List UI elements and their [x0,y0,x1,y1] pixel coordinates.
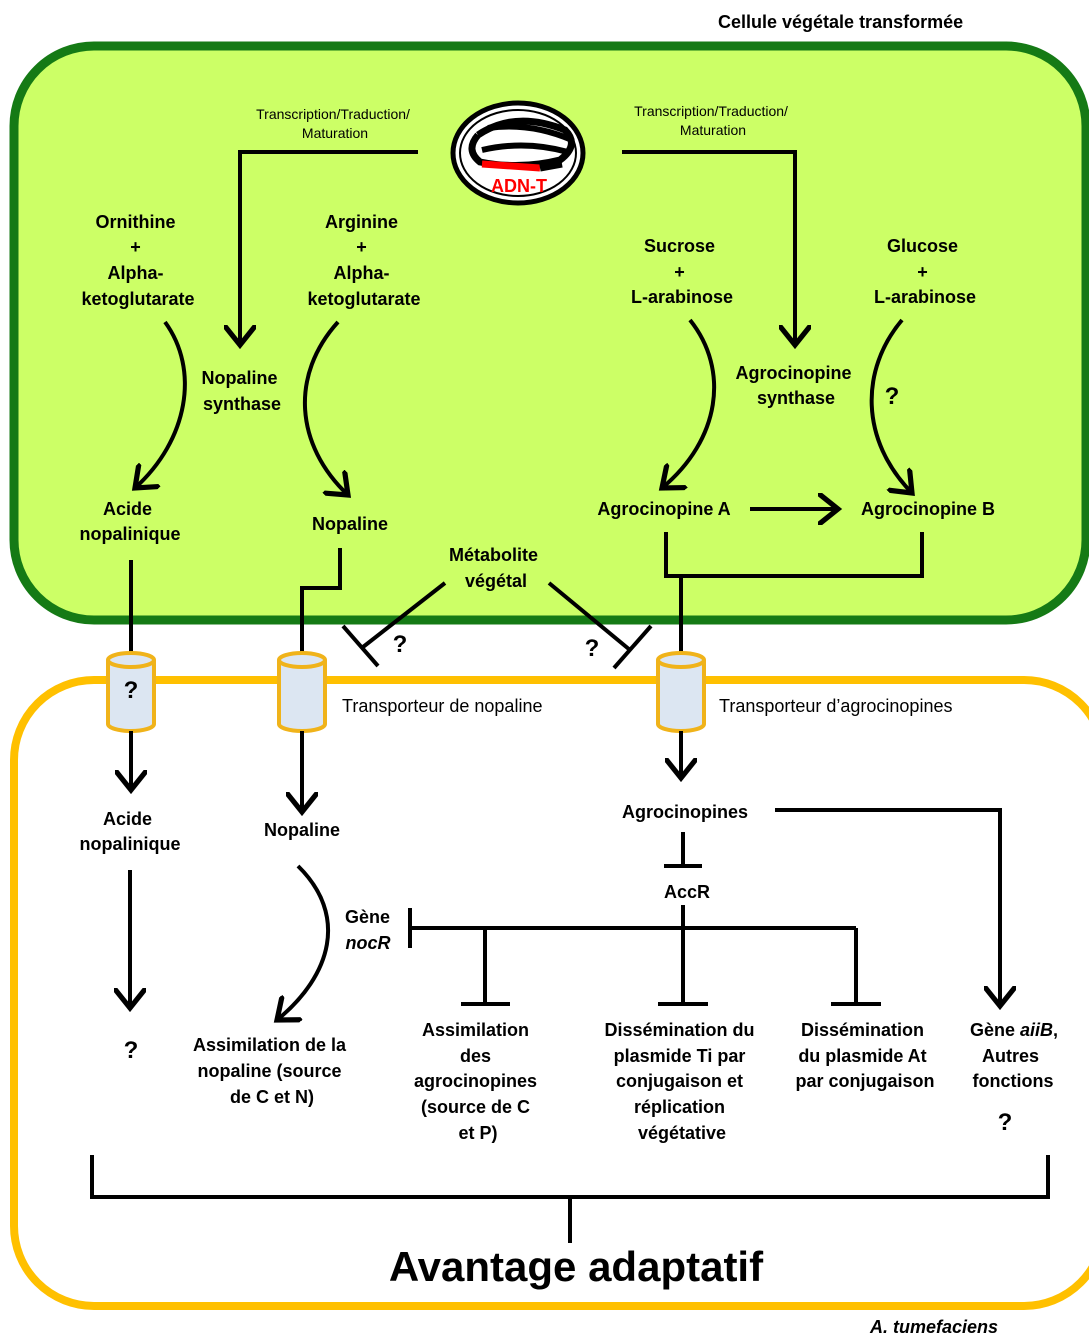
arrow-to-nopaline-synthase [240,150,418,345]
avantage-adaptatif: Avantage adaptatif [389,1243,764,1290]
glucose-substrate: Glucose + L-arabinose [874,236,976,307]
unknown-enzyme-mark: ? [885,383,900,410]
nopaline-transporter [277,651,327,733]
line-nopaline-down [300,548,342,660]
inhibit-agrocinopine-transport [547,581,632,652]
acide-nopalinique-plant: Acide nopalinique [80,499,181,544]
arrow-ornithine-to-acide [135,320,187,488]
autres-unknown: ? [998,1109,1013,1136]
nopaline-plant: Nopaline [312,514,388,534]
dissemination-ti: Dissémination du plasmide Ti par conjuga… [604,1020,759,1143]
transcription-left-label: Transcription/Traduction/ Maturation [256,106,414,141]
agrocinopine-transporter [656,651,706,733]
ornithine-substrate: Ornithine + Alpha- ketoglutarate [81,212,194,309]
arrow-sucrose-to-agrocinopine-a [662,318,717,488]
plant-cell-compartment [9,41,1089,625]
arrow-to-aiib [775,808,1000,1006]
dissemination-at: Dissémination du plasmide At par conjuga… [795,1020,934,1091]
transcription-right-label: Transcription/Traduction/ Maturation [634,103,792,138]
agrocinopines-bact: Agrocinopines [622,802,748,822]
accr-label: AccR [664,882,710,902]
sucrose-substrate: Sucrose + L-arabinose [631,236,733,307]
dna-t-icon [450,100,586,206]
acide-fate-unknown: ? [124,1037,139,1064]
arrow-to-agrocinopine-synthase [622,150,795,345]
gene-aiib: Gène aiiB, [970,1020,1058,1040]
inhibit-nopaline-transport [361,581,447,649]
autres-fonctions: Autres fonctions [973,1046,1054,1091]
arrow-glucose-to-agrocinopine-b [869,318,912,493]
line-agrocinopines-merge [664,532,924,578]
assimilation-nopaline: Assimilation de la nopaline (source de C… [193,1035,351,1107]
inhibit-agrocinopine-bar [612,624,653,670]
bacterium-title: A. tumefaciens [869,1317,998,1337]
inhibit-agrocinopine-q: ? [585,635,600,662]
agrocinopine-a: Agrocinopine A [597,499,730,519]
agrocinopine-synthase-label: Agrocinopine synthase [735,363,856,408]
arrow-nopaline-to-assimilation [277,864,331,1020]
unknown-transporter [106,651,156,733]
arginine-substrate: Arginine + Alpha- ketoglutarate [307,212,420,309]
transporter-agrocinopine-label: Transporteur d’agrocinopines [719,696,952,716]
acide-nopalinique-bact: Acide nopalinique [80,809,181,854]
agrocinopine-b: Agrocinopine B [861,499,995,519]
inhibit-nopaline-q: ? [393,631,408,658]
bacterium-compartment [10,676,1089,1310]
assimilation-agrocinopines: Assimilation des agrocinopines (source d… [414,1020,542,1143]
plant-cell-title: Cellule végétale transformée [718,12,963,32]
gene-nocr-label: Gène nocR [345,907,395,953]
unknown-transporter-q: ? [124,677,139,704]
metabolite-vegetal: Métabolite végétal [449,545,543,591]
transporter-nopaline-label: Transporteur de nopaline [342,696,542,716]
arrow-arginine-to-nopaline [302,320,348,495]
inhibit-nopaline-bar [341,624,380,668]
nopaline-bact: Nopaline [264,820,340,840]
nopaline-synthase-label: Nopaline synthase [201,368,282,414]
dna-label: ADN-T [491,176,547,196]
